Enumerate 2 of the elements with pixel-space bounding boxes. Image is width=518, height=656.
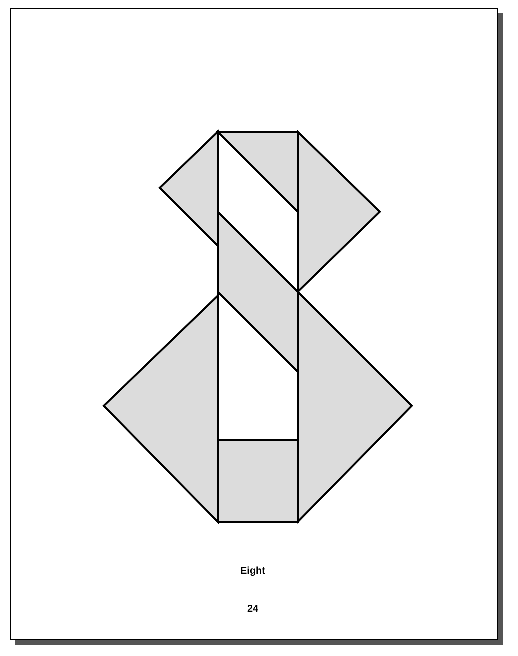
page-number: 24 (246, 604, 260, 615)
caption: Eight (240, 566, 266, 577)
